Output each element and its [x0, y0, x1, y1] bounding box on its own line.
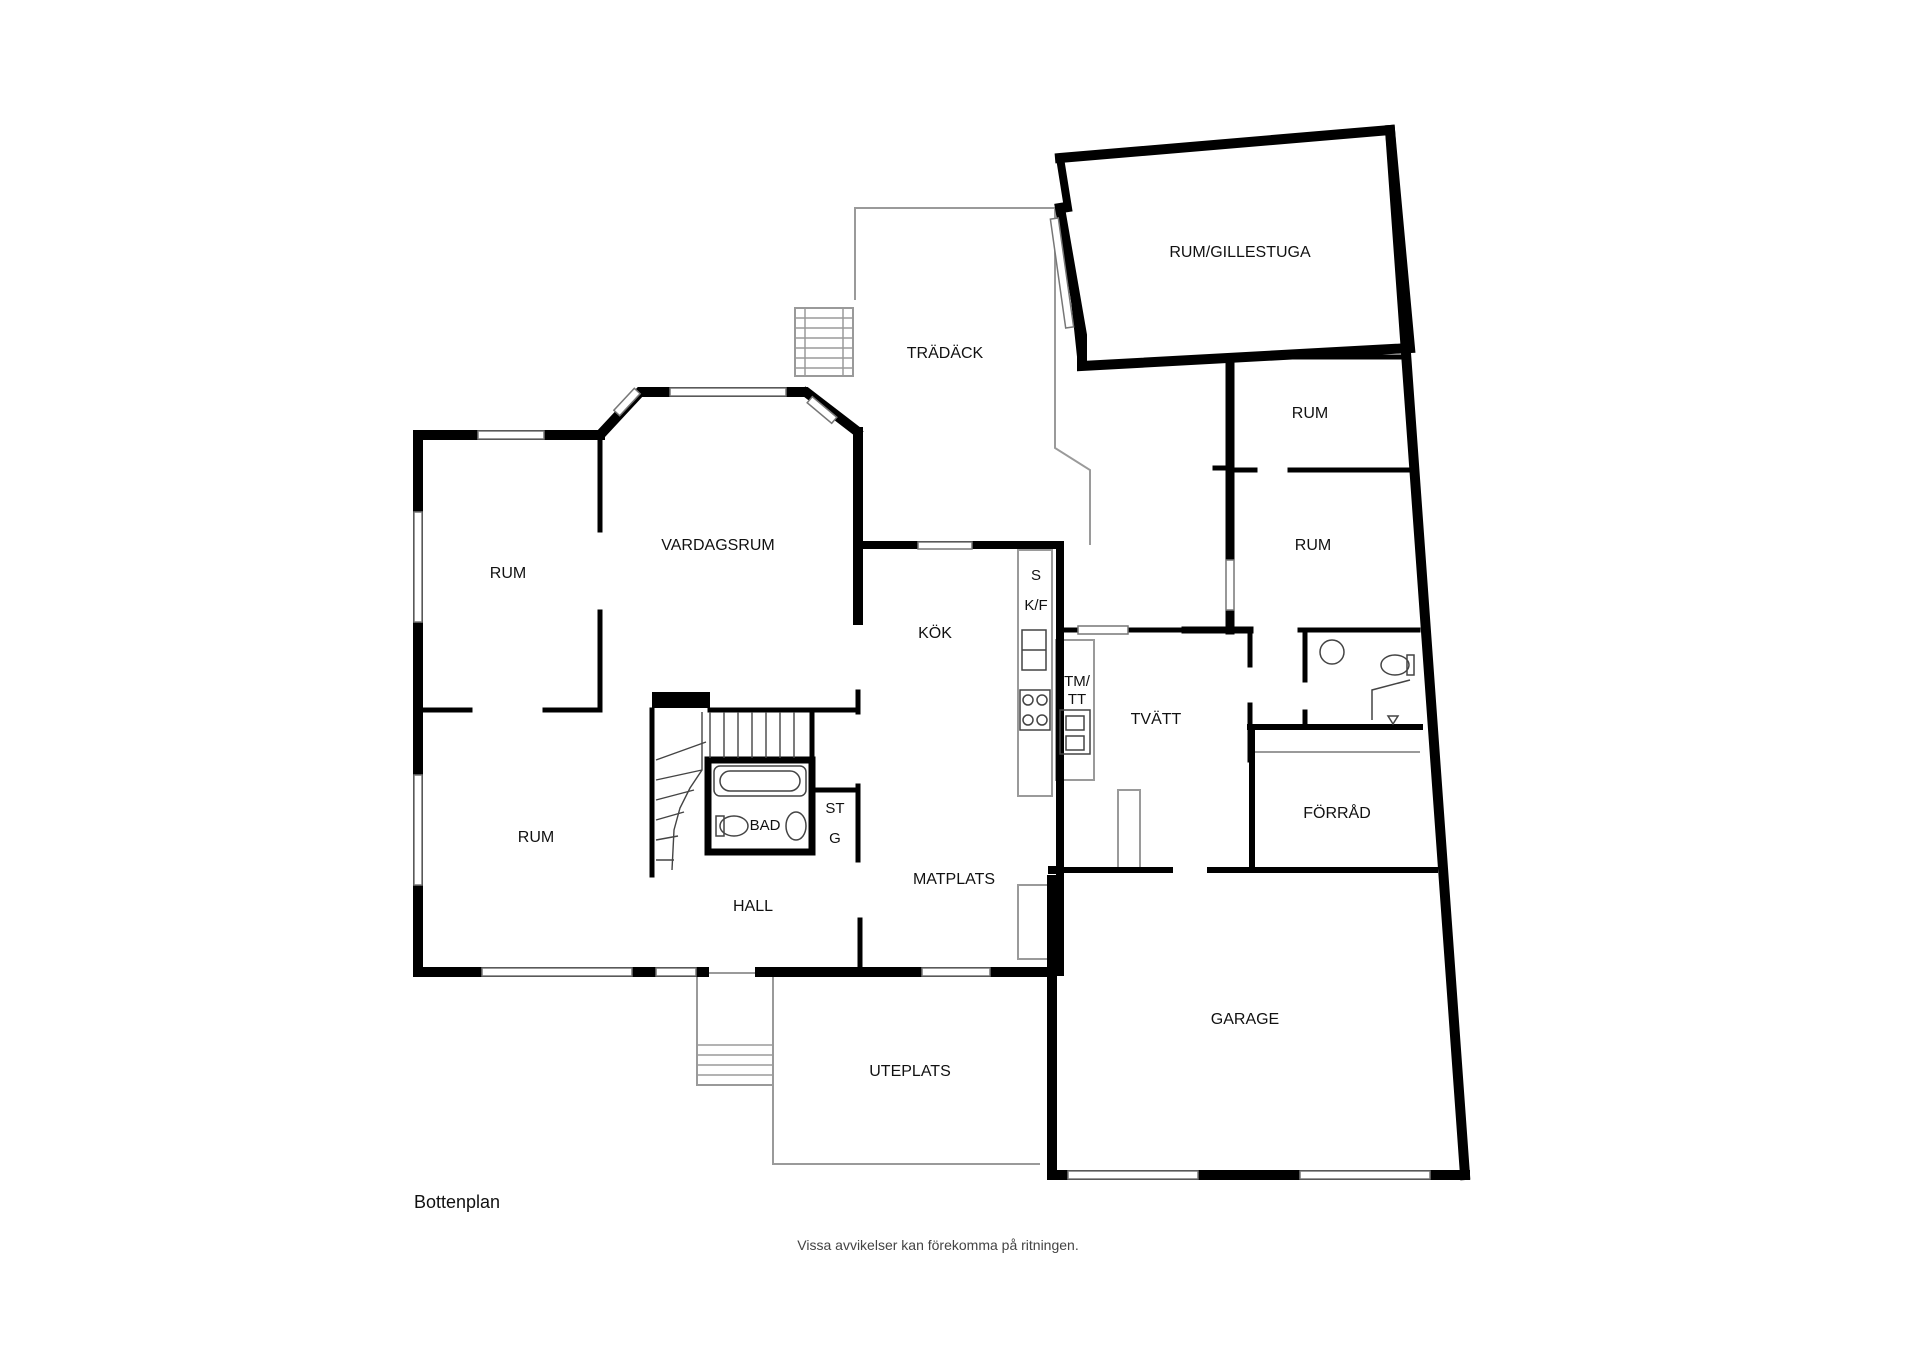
room-labels: RUM/GILLESTUGA TRÄDÄCK RUM RUM VARDAGSRU…: [490, 244, 1371, 1080]
room-label-tvatt: TVÄTT: [1131, 710, 1182, 728]
room-label-forrad: FÖRRÅD: [1303, 803, 1371, 822]
room-label-rum-left-upper: RUM: [490, 565, 526, 582]
room-label-rum-right: RUM: [1295, 537, 1331, 554]
room-label-garage: GARAGE: [1211, 1011, 1279, 1028]
fixtures: [713, 629, 1415, 841]
outdoor-outlines: [696, 207, 1420, 1165]
fixture-label-kf: K/F: [1024, 597, 1047, 614]
entry-stairs: [696, 972, 774, 1086]
sink-right-icon: [1319, 639, 1345, 665]
room-label-matplats: MATPLATS: [913, 871, 995, 888]
drain-icon: [1386, 715, 1400, 726]
interior-stairs: [655, 712, 795, 871]
toilet-icon: [719, 815, 749, 837]
deck-stairs: [794, 307, 854, 377]
stove-icon: [1019, 689, 1051, 731]
fixture-labels: S K/F TM/ TT ST G: [825, 567, 1090, 847]
shower-outline: [1371, 679, 1411, 720]
fixture-label-s: S: [1031, 567, 1041, 584]
room-label-tradack: TRÄDÄCK: [907, 344, 984, 362]
fixture-label-g: G: [829, 830, 841, 847]
bathtub-icon: [713, 765, 807, 797]
stair-block: [652, 692, 710, 708]
laundry-steps: [1117, 789, 1141, 873]
disclaimer-note: Vissa avvikelser kan förekomma på ritnin…: [797, 1237, 1078, 1253]
fixture-label-tm: TM/: [1064, 673, 1091, 690]
walls: [413, 124, 1471, 1181]
room-label-uteplats: UTEPLATS: [869, 1063, 951, 1080]
room-label-kok: KÖK: [918, 624, 952, 642]
toilet-right-icon: [1380, 654, 1410, 676]
kitchen-counter: [1017, 549, 1053, 797]
sink-icon: [785, 811, 807, 841]
deck-outline: [854, 207, 1091, 545]
fixture-label-tt: TT: [1068, 691, 1086, 708]
room-label-hall: HALL: [733, 898, 773, 915]
room-label-rum-left-lower: RUM: [518, 829, 554, 846]
room-label-gillestuga: RUM/GILLESTUGA: [1169, 244, 1311, 261]
plan-heading: Bottenplan: [414, 1192, 500, 1212]
dining-cabinet: [1017, 884, 1053, 960]
room-label-rum-upper-right: RUM: [1292, 405, 1328, 422]
room-label-vardagsrum: VARDAGSRUM: [661, 537, 775, 554]
windows: [413, 217, 1431, 1180]
room-label-bad: BAD: [750, 817, 781, 834]
washer-icon: [1059, 709, 1091, 755]
fixture-label-st: ST: [825, 800, 844, 817]
